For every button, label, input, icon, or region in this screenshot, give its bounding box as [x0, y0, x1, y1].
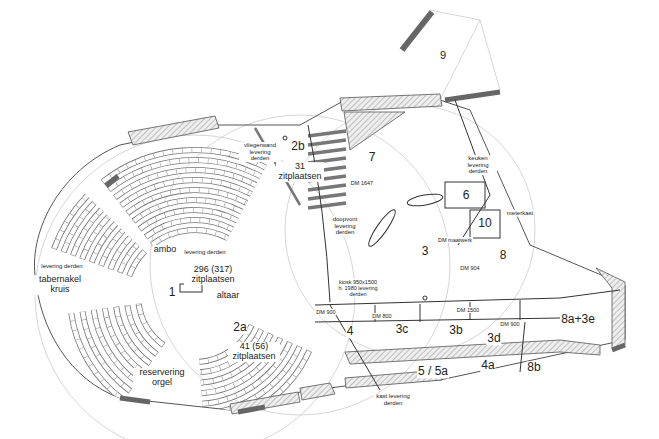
seat-row: [54, 196, 87, 249]
seat-row: [73, 210, 102, 256]
room-number: 10: [477, 217, 492, 230]
room-number: 3: [421, 245, 430, 258]
seat-ticks: [54, 196, 87, 249]
seat-row-fill: [140, 210, 238, 229]
seat-row: [308, 194, 346, 199]
furniture-label: tabernakel kruis: [34, 275, 86, 295]
seat-ticks: [82, 217, 108, 259]
room-number: 1: [168, 286, 177, 299]
seat-row-fill: [133, 200, 242, 221]
seat-ticks: [140, 210, 238, 229]
seat-row: [308, 185, 346, 190]
room-number: 5 / 5a: [417, 365, 449, 378]
seat-row: [308, 131, 346, 136]
building-outline: [34, 100, 625, 410]
seat-row-fill: [73, 210, 102, 256]
seat-ticks: [94, 310, 137, 382]
seat-rows: [54, 131, 346, 425]
seat-row-fill: [82, 312, 130, 391]
room-number: 8a+3e: [560, 313, 596, 326]
walls: [128, 94, 625, 414]
note-label: doopvont levering derden: [326, 216, 364, 236]
dimension-label: DM 800: [371, 313, 392, 319]
dimension-label: DM maatwerk: [437, 237, 473, 243]
seat-ticks: [63, 203, 94, 252]
partitions: [140, 100, 620, 390]
room-number: 2b: [290, 140, 305, 153]
dimension-label: DM 900: [499, 321, 520, 327]
seat-row-fill: [204, 351, 309, 425]
room-number: 3d: [486, 332, 501, 345]
dimension-label: DM 904: [459, 265, 480, 271]
note-label: kiosk 950x1500 h. 1980 levering derden: [335, 279, 381, 297]
room-number: 3c: [395, 323, 410, 336]
seat-row-fill: [94, 310, 137, 382]
dimension-label: DM 1500: [456, 307, 480, 313]
seat-row: [308, 203, 346, 208]
dark-wall-caps: [106, 12, 625, 412]
seat-row-fill: [63, 203, 94, 252]
seat-ticks: [204, 351, 309, 425]
seat-row: [94, 310, 137, 382]
seat-row: [133, 200, 242, 221]
room-number: 8b: [526, 361, 541, 374]
note-label: levering derden: [40, 263, 83, 270]
seat-row-fill: [82, 217, 108, 259]
seat-row: [308, 140, 346, 145]
seat-row: [204, 351, 309, 425]
seat-row-fill: [54, 196, 87, 249]
seat-row: [82, 312, 130, 391]
note-label: meterkast: [506, 210, 534, 217]
seat-ticks: [133, 200, 242, 221]
dimension-label: DM 900: [315, 309, 336, 315]
seat-row-fill: [105, 308, 144, 372]
seat-ticks: [152, 230, 228, 245]
seat-count: 41 (56) zitplaatsen: [228, 342, 280, 362]
furniture-label: altaar: [216, 291, 241, 301]
seat-row-fill: [146, 220, 233, 237]
seat-row-fill: [71, 313, 123, 400]
seat-ticks: [146, 220, 233, 237]
seat-row: [63, 203, 94, 252]
seat-row: [146, 220, 233, 237]
note-label: kast levering derden: [374, 393, 412, 406]
note-label: keuken levering derden: [459, 155, 497, 175]
room-number: 3b: [448, 324, 463, 337]
room-number: 8: [499, 249, 508, 262]
dimension-label: DM 1647: [350, 180, 374, 186]
seat-count: 31 zitplaatsen: [276, 162, 324, 182]
seat-count: 296 (317) zitplaatsen: [184, 265, 242, 285]
note-label: levering derden: [183, 249, 226, 256]
note-label: vliegerwand levering derden: [239, 142, 281, 162]
room-number: 4a: [480, 359, 495, 372]
room-number: 7: [368, 151, 377, 164]
room-number: 9: [439, 49, 447, 61]
seat-ticks: [73, 210, 102, 256]
room-number: 2a: [232, 321, 247, 334]
seat-row: [105, 308, 144, 372]
note-label: reservering orgel: [133, 368, 191, 388]
seat-row: [140, 210, 238, 229]
seat-ticks: [71, 313, 123, 400]
guide-circles: [35, 10, 535, 439]
seat-ticks: [105, 308, 144, 372]
seat-row: [82, 217, 108, 259]
seat-row-fill: [152, 230, 228, 245]
seat-ticks: [82, 312, 130, 391]
seat-row: [71, 313, 123, 400]
room-number: 4: [346, 325, 355, 338]
room-number: 6: [462, 189, 471, 202]
furniture-label: ambo: [153, 245, 178, 255]
seat-row: [152, 230, 228, 245]
